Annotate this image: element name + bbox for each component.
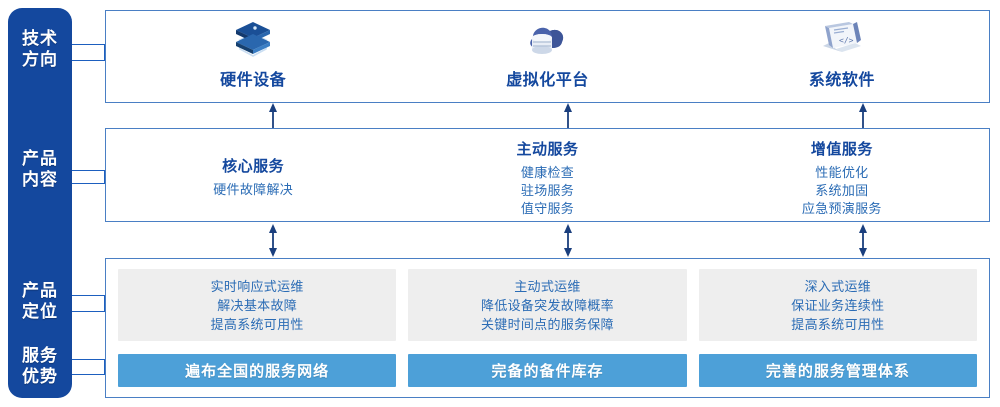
position-line: 关键时间点的服务保障	[480, 316, 614, 332]
advantage-label: 遍布全国的服务网络	[185, 363, 330, 380]
position-cell-deep[interactable]: 深入式运维 保证业务连续性 提高系统可用性	[698, 269, 977, 341]
content-item: 系统加固	[815, 183, 869, 198]
cloud-database-icon	[516, 18, 578, 64]
arrow-up-icon	[561, 103, 575, 134]
rail-item-product-content[interactable]: 产品 内容	[8, 148, 72, 190]
position-cell-realtime[interactable]: 实时响应式运维 解决基本故障 提高系统可用性	[118, 269, 397, 341]
advantage-row: 遍布全国的服务网络 完备的备件库存 完善的服务管理体系	[118, 354, 977, 387]
connector-line	[72, 170, 105, 172]
advantage-label: 完善的服务管理体系	[765, 363, 910, 380]
product-content-panel: 核心服务 硬件故障解决 主动服务 健康检查 驻场服务 值守服务 增值服务 性能优…	[105, 128, 990, 222]
tech-label: 虚拟化平台	[506, 72, 589, 89]
content-item: 性能优化	[815, 165, 869, 180]
position-line: 保证业务连续性	[791, 297, 885, 313]
tech-label: 系统软件	[808, 72, 875, 89]
tech-label: 硬件设备	[220, 72, 287, 89]
tech-column-hardware[interactable]: 硬件设备	[106, 11, 400, 102]
tech-direction-panel: 硬件设备 虚拟化平台	[105, 10, 990, 103]
connector-line	[104, 170, 106, 184]
tech-column-software[interactable]: </> 系统软件	[695, 11, 989, 102]
rail-label-line2: 方向	[22, 50, 58, 69]
position-line: 降低设备突发故障概率	[480, 297, 614, 313]
content-title: 核心服务	[222, 158, 285, 175]
connector-line	[72, 311, 105, 313]
position-line: 提高系统可用性	[210, 316, 304, 332]
content-title: 增值服务	[810, 141, 873, 158]
advantage-bar-network[interactable]: 遍布全国的服务网络	[118, 354, 397, 387]
connector-line	[72, 295, 105, 297]
connector-line	[104, 295, 106, 312]
arrow-up-down-icon	[266, 224, 280, 262]
content-title: 主动服务	[516, 141, 579, 158]
position-line: 解决基本故障	[217, 297, 298, 313]
server-stack-icon	[222, 18, 284, 64]
software-code-icon: </>	[811, 18, 873, 64]
content-column-core[interactable]: 核心服务 硬件故障解决	[106, 129, 400, 221]
left-rail	[8, 8, 72, 398]
product-position-advantage-panel: 实时响应式运维 解决基本故障 提高系统可用性 主动式运维 降低设备突发故障概率 …	[105, 258, 990, 398]
connector-line	[72, 374, 105, 376]
content-column-proactive[interactable]: 主动服务 健康检查 驻场服务 值守服务	[400, 129, 694, 221]
position-line: 主动式运维	[514, 278, 581, 294]
connector-line	[72, 359, 105, 361]
position-cell-proactive[interactable]: 主动式运维 降低设备突发故障概率 关键时间点的服务保障	[408, 269, 687, 341]
advantage-label: 完备的备件库存	[491, 363, 604, 380]
connector-line	[72, 44, 105, 46]
content-item: 驻场服务	[520, 183, 575, 198]
rail-label-line1: 产品	[22, 149, 58, 168]
content-item: 应急预演服务	[801, 201, 882, 216]
arrow-up-icon	[266, 103, 280, 134]
advantage-bar-management[interactable]: 完善的服务管理体系	[698, 354, 977, 387]
tech-column-virtualization[interactable]: 虚拟化平台	[400, 11, 694, 102]
position-line: 实时响应式运维	[210, 278, 304, 294]
rail-label-line1: 技术	[22, 29, 58, 48]
arrow-up-down-icon	[561, 224, 575, 262]
rail-label-line2: 优势	[22, 367, 58, 386]
advantage-bar-spareparts[interactable]: 完备的备件库存	[408, 354, 687, 387]
arrow-up-icon	[856, 103, 870, 134]
rail-label-line1: 产品	[22, 281, 58, 300]
rail-label-line1: 服务	[22, 346, 58, 365]
rail-item-tech-direction[interactable]: 技术 方向	[8, 28, 72, 70]
position-line: 提高系统可用性	[791, 316, 885, 332]
rail-item-product-position[interactable]: 产品 定位	[8, 280, 72, 322]
content-item: 硬件故障解决	[213, 182, 294, 197]
connector-line	[72, 183, 105, 185]
connector-line	[104, 359, 106, 375]
position-line: 深入式运维	[804, 278, 872, 294]
connector-line	[104, 44, 106, 61]
content-item: 值守服务	[520, 201, 575, 216]
arrow-up-down-icon	[856, 224, 870, 262]
svg-text:</>: </>	[839, 36, 854, 45]
position-row: 实时响应式运维 解决基本故障 提高系统可用性 主动式运维 降低设备突发故障概率 …	[118, 269, 977, 341]
content-item: 健康检查	[520, 165, 575, 180]
content-column-valueadd[interactable]: 增值服务 性能优化 系统加固 应急预演服务	[695, 129, 989, 221]
rail-label-line2: 定位	[22, 302, 58, 321]
rail-label-line2: 内容	[22, 170, 58, 189]
connector-line	[72, 60, 105, 62]
rail-item-service-advantage[interactable]: 服务 优势	[8, 345, 72, 387]
